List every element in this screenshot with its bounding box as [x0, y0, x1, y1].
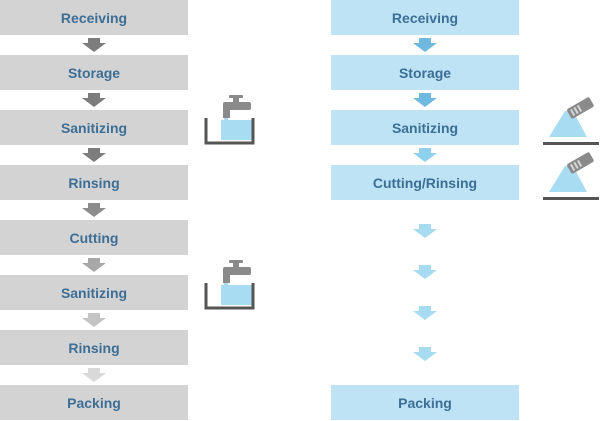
left-step-rinsing: Rinsing [0, 165, 188, 200]
right-step-label: Cutting/Rinsing [372, 174, 478, 191]
right-step-packing: Packing [331, 385, 519, 420]
left-step-label: Receiving [60, 9, 128, 26]
left-step-sanitizing: Sanitizing [0, 110, 188, 145]
left-step-label: Packing [67, 394, 121, 411]
right-step-storage: Storage [331, 55, 519, 90]
left-step-packing: Packing [0, 385, 188, 420]
arrow-down-icon [82, 203, 106, 217]
arrow-down-icon [82, 93, 106, 107]
arrow-down-icon [82, 313, 106, 327]
left-step-label: Cutting [69, 229, 119, 246]
arrow-down-icon [413, 347, 437, 361]
left-step-rinsing-2: Rinsing [0, 330, 188, 365]
left-step-label: Sanitizing [60, 284, 128, 301]
right-step-label: Receiving [391, 9, 459, 26]
arrow-down-icon [413, 148, 437, 162]
arrow-down-icon [82, 148, 106, 162]
right-step-label: Sanitizing [391, 119, 459, 136]
spray-nozzle-icon [543, 97, 599, 152]
arrow-down-icon [413, 224, 437, 238]
spray-nozzle-icon [543, 152, 599, 207]
arrow-down-icon [413, 93, 437, 107]
right-step-cutting-rinsing: Cutting/Rinsing [331, 165, 519, 200]
left-step-label: Storage [67, 64, 121, 81]
left-step-label: Rinsing [68, 339, 120, 356]
right-step-receiving: Receiving [331, 0, 519, 35]
left-step-label: Sanitizing [60, 119, 128, 136]
arrow-down-icon [413, 306, 437, 320]
arrow-down-icon [82, 258, 106, 272]
right-step-label: Storage [398, 64, 452, 81]
faucet-basin-icon [203, 94, 255, 153]
arrow-down-icon [413, 265, 437, 279]
right-step-sanitizing: Sanitizing [331, 110, 519, 145]
left-step-storage: Storage [0, 55, 188, 90]
arrow-down-icon [413, 38, 437, 52]
left-step-receiving: Receiving [0, 0, 188, 35]
left-step-sanitizing-2: Sanitizing [0, 275, 188, 310]
left-step-cutting: Cutting [0, 220, 188, 255]
arrow-down-icon [82, 368, 106, 382]
left-step-label: Rinsing [68, 174, 120, 191]
arrow-down-icon [82, 38, 106, 52]
faucet-basin-icon [203, 259, 255, 318]
right-step-label: Packing [398, 394, 452, 411]
